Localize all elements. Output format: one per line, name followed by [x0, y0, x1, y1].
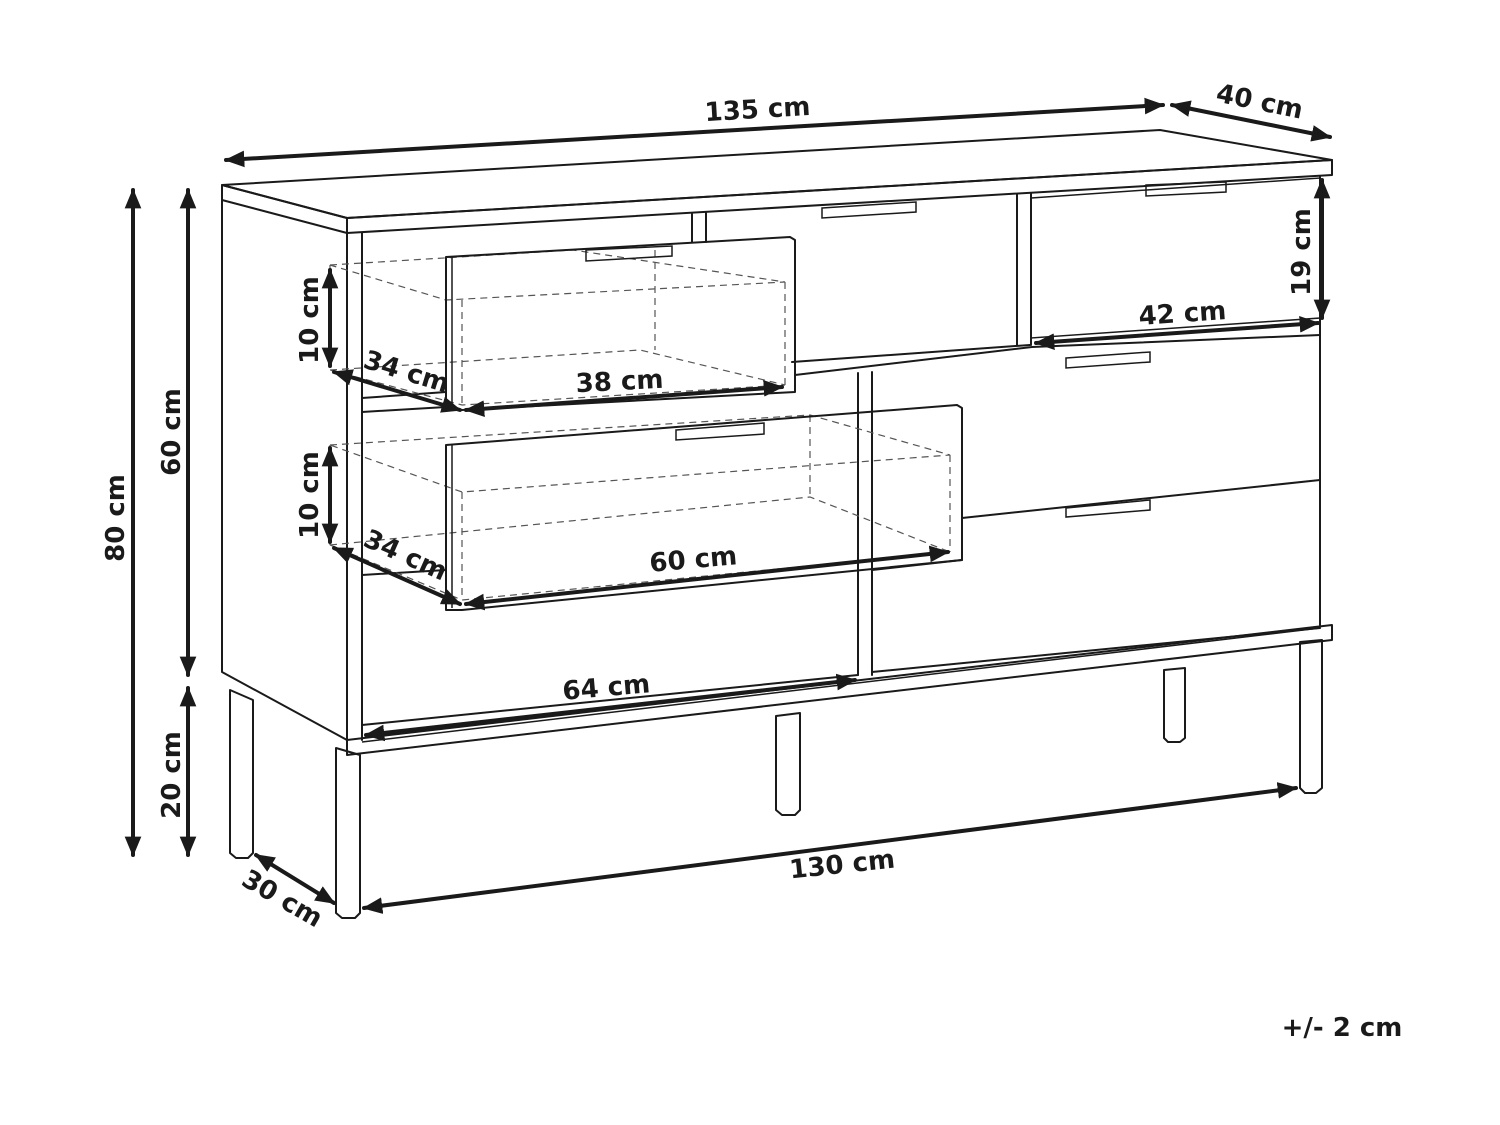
legs — [229, 639, 1323, 919]
dimension-labels: 135 cm 40 cm 19 cm 42 cm 10 cm 34 cm 38 … — [101, 79, 1402, 1043]
arrow-64 — [364, 673, 857, 742]
label-top-drawer-depth: 34 cm — [360, 345, 453, 399]
arrow-34-lower — [332, 546, 462, 606]
label-top-width: 135 cm — [704, 92, 811, 128]
label-leg-span-depth: 30 cm — [237, 864, 328, 934]
arrow-38 — [464, 380, 784, 417]
arrow-34-top — [332, 369, 462, 413]
label-leg-height: 20 cm — [157, 731, 187, 819]
label-top-drawer-height: 10 cm — [295, 276, 325, 364]
cabinet-body — [221, 129, 1333, 756]
closed-drawers — [821, 177, 1321, 518]
label-lower-drawer-width: 60 cm — [648, 541, 738, 579]
label-top-drawer-width: 38 cm — [575, 365, 664, 400]
arrow-42 — [1034, 315, 1320, 351]
dimension-arrows — [124, 97, 1332, 914]
label-lower-drawer-height: 10 cm — [295, 451, 325, 539]
arrow-60-drawer — [464, 545, 950, 611]
label-body-height: 60 cm — [157, 388, 187, 476]
label-total-height: 80 cm — [101, 474, 131, 562]
label-right-drawer-height: 19 cm — [1287, 208, 1317, 296]
label-top-depth: 40 cm — [1214, 79, 1306, 126]
label-right-drawer-width: 42 cm — [1138, 296, 1228, 332]
label-compartment-width: 64 cm — [561, 669, 651, 707]
arrow-40 — [1170, 100, 1332, 142]
arrow-130 — [362, 782, 1298, 914]
arrow-30 — [254, 853, 336, 905]
label-tolerance: +/- 2 cm — [1282, 1013, 1403, 1043]
arrow-135 — [224, 97, 1165, 168]
